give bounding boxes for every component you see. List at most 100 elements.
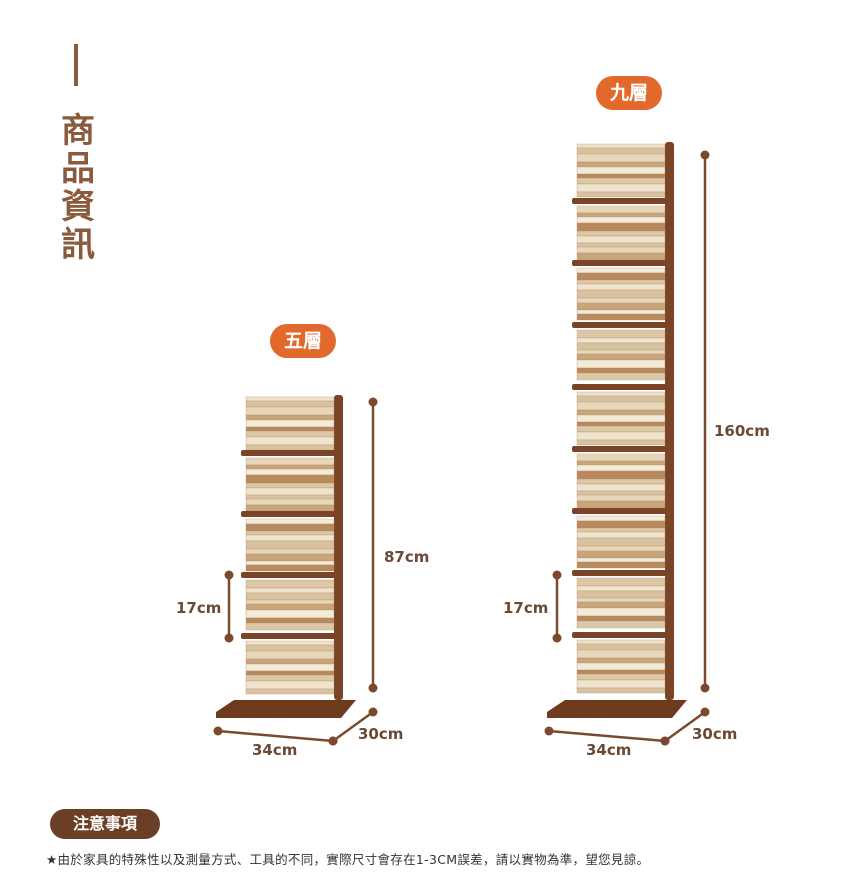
five-tier-book (245, 464, 335, 470)
nine-tier-book (576, 662, 666, 671)
nine-tier-book (576, 527, 666, 533)
nine-tier-book (576, 607, 666, 617)
five-tier-book (245, 444, 335, 451)
nine-tier-book (576, 550, 666, 559)
five-tier-book (245, 553, 335, 562)
five-tier-book (245, 396, 335, 402)
nine-tier-badge: 九層 (596, 76, 662, 110)
five-tier-height-label: 87cm (384, 548, 430, 566)
nine-tier-depth-label: 30cm (692, 725, 738, 743)
five-tier-book (245, 494, 335, 500)
nine-tier-book (576, 349, 666, 355)
nine-tier-book (576, 391, 666, 397)
nine-tier-book (576, 464, 666, 472)
five-tier-width-label: 34cm (252, 741, 298, 759)
nine-tier-book (576, 342, 666, 351)
nine-tier-book (576, 205, 666, 214)
nine-tier-book (576, 283, 666, 291)
nine-tier-book (576, 216, 666, 224)
nine-tier-book (576, 279, 666, 285)
nine-tier-book (576, 679, 666, 689)
five-tier-book (245, 457, 335, 466)
five-tier-book (245, 609, 335, 619)
five-tier-book (245, 436, 335, 446)
nine-tier-book (576, 601, 666, 609)
nine-tier-book (576, 337, 666, 344)
nine-tier-book (576, 191, 666, 198)
nine-tier-book (576, 252, 666, 261)
five-tier-book (245, 587, 335, 594)
nine-tier-height-line-end (700, 150, 710, 160)
five-tier-book (245, 640, 335, 646)
five-tier-shelf-board (241, 572, 341, 578)
five-tier-book (245, 617, 335, 624)
five-tier-shelf-board (241, 633, 341, 639)
nine-tier-book (576, 673, 666, 681)
five-tier-book (245, 534, 335, 542)
nine-tier-tier-line-end (552, 633, 562, 643)
five-tier-height-line-end (368, 683, 378, 693)
five-tier-width-line-end (213, 726, 223, 736)
nine-tier-book (576, 166, 666, 175)
five-tier-book (245, 622, 335, 631)
nine-tier-book (576, 545, 666, 552)
five-tier-book (245, 498, 335, 506)
five-tier-book (245, 487, 335, 496)
nine-tier-book (576, 687, 666, 694)
nine-tier-book (576, 309, 666, 315)
nine-tier-book (576, 494, 666, 502)
nine-tier-book (576, 246, 666, 254)
nine-tier-book (576, 421, 666, 427)
five-tier-depth-label: 30cm (358, 725, 404, 743)
five-tier-book (245, 603, 335, 611)
nine-tier-book (576, 242, 666, 248)
nine-tier-width-line-end (544, 726, 554, 736)
nine-tier-book (576, 531, 666, 539)
nine-tier-book (576, 561, 666, 569)
nine-tier-book (576, 615, 666, 622)
nine-tier-book (576, 490, 666, 496)
nine-tier-height-label: 160cm (714, 422, 770, 440)
nine-tier-book (576, 500, 666, 509)
nine-tier-width-label: 34cm (586, 741, 632, 759)
five-tier-depth-line-end (368, 707, 378, 717)
nine-tier-shelf-board (572, 632, 672, 638)
notes-text: ★由於家具的特殊性以及測量方式、工具的不同，實際尺寸會存在1-3CM誤差，請以實… (46, 852, 650, 867)
nine-tier-book (576, 577, 666, 587)
five-tier-book (245, 564, 335, 572)
five-tier-shelf-board (241, 450, 341, 456)
five-tier-book (245, 406, 335, 416)
five-tier-tier-height-label: 17cm (176, 599, 222, 617)
nine-tier-depth-line-end (700, 707, 710, 717)
nine-tier-shelf-board (572, 446, 672, 452)
nine-tier-book (576, 173, 666, 179)
five-tier-badge: 五層 (270, 324, 336, 358)
nine-tier-book (576, 161, 666, 168)
nine-tier-book (576, 212, 666, 218)
nine-tier-book (576, 439, 666, 446)
page-title: 商品資訊 (61, 111, 95, 265)
five-tier-back-panel (334, 395, 343, 700)
nine-tier-back-panel (665, 142, 674, 700)
five-tier-book (245, 426, 335, 432)
nine-tier-book (576, 367, 666, 374)
nine-tier-book (576, 409, 666, 416)
nine-tier-book (576, 302, 666, 311)
nine-tier-book (576, 401, 666, 411)
nine-tier-book (576, 153, 666, 163)
nine-tier-shelf-board (572, 322, 672, 328)
nine-tier-book (576, 557, 666, 563)
nine-tier-book (576, 643, 666, 651)
five-tier-book (245, 599, 335, 605)
nine-tier-book (576, 453, 666, 462)
five-tier-depth-line (332, 710, 374, 743)
nine-tier-depth-line (664, 710, 706, 743)
nine-tier-book (576, 620, 666, 629)
nine-tier-book (576, 372, 666, 381)
nine-tier-book (576, 183, 666, 193)
five-tier-book (245, 670, 335, 676)
five-tier-book (245, 400, 335, 408)
nine-tier-book (576, 649, 666, 659)
nine-tier-book (576, 267, 666, 274)
